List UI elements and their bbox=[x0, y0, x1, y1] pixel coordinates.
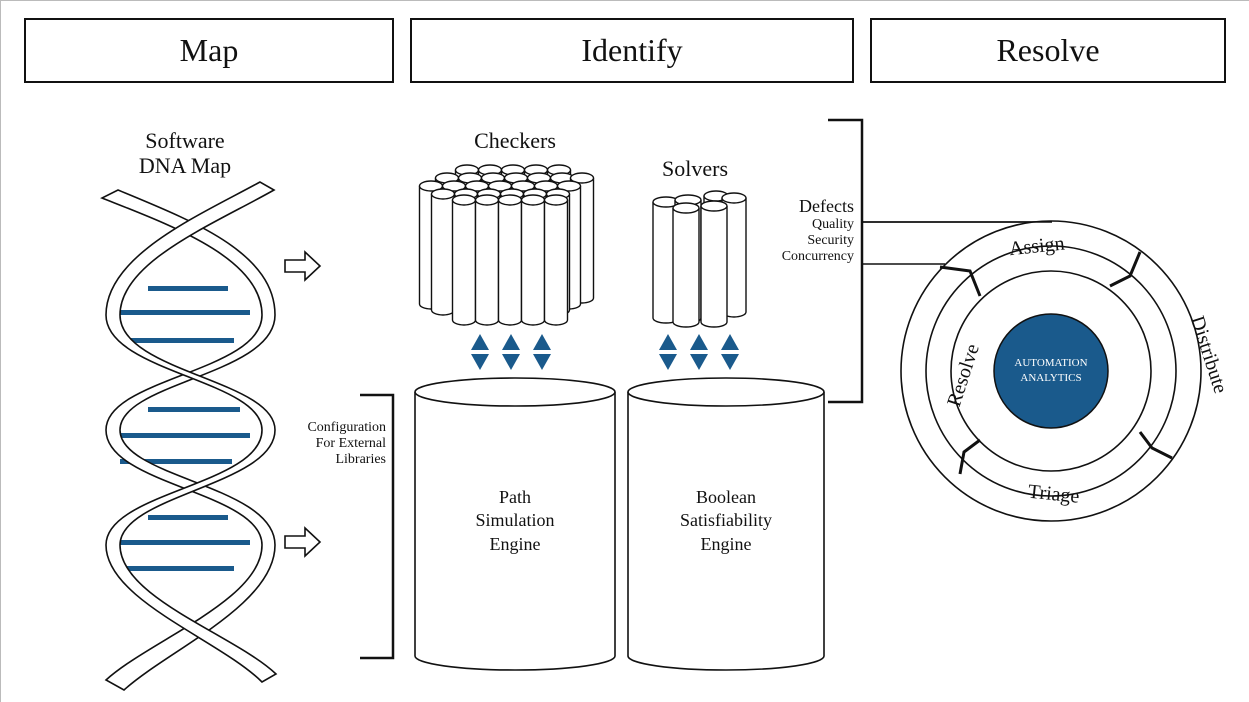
header-identify-label: Identify bbox=[581, 32, 683, 68]
dna-strand-b bbox=[105, 181, 278, 683]
config-line3: Libraries bbox=[335, 452, 386, 468]
path-engine-cylinder bbox=[414, 377, 616, 671]
sat-engine-line2: Satisfiability bbox=[680, 510, 772, 531]
defects-label: Defects Quality Security Concurrency bbox=[770, 196, 854, 265]
defects-title: Defects bbox=[799, 196, 854, 216]
frame-top-border bbox=[0, 0, 1249, 1]
automation-analytics-core bbox=[993, 313, 1109, 429]
cylinder-top bbox=[497, 194, 523, 206]
sat-engine-line3: Engine bbox=[700, 533, 752, 554]
solvers-bundle bbox=[652, 190, 747, 328]
dna-rung bbox=[148, 286, 228, 291]
config-line2: For External bbox=[315, 436, 386, 452]
cycle-divider bbox=[958, 438, 981, 475]
path-engine-label: Path Simulation Engine bbox=[440, 486, 590, 556]
path-engine-line1: Path bbox=[498, 487, 531, 507]
cylinder-body bbox=[543, 200, 569, 326]
arrow-up-icon bbox=[659, 334, 677, 350]
sat-engine-label: Boolean Satisfiability Engine bbox=[646, 486, 806, 556]
arrow-up-icon bbox=[502, 334, 520, 350]
cycle-divider bbox=[1109, 251, 1142, 288]
dna-title-line1: Software bbox=[145, 128, 225, 153]
sat-engine-cylinder bbox=[627, 377, 825, 671]
arrow-down-icon bbox=[533, 354, 551, 370]
dna-rung bbox=[120, 459, 232, 464]
dna-helix bbox=[100, 181, 278, 691]
arrow-down-icon bbox=[471, 354, 489, 370]
cycle-divider bbox=[1138, 431, 1173, 460]
arrow-upper-icon bbox=[284, 250, 322, 282]
arrow-up-icon bbox=[533, 334, 551, 350]
header-map: Map bbox=[24, 18, 394, 83]
defects-item-security: Security bbox=[807, 232, 854, 248]
cylinder-top bbox=[430, 188, 456, 200]
header-resolve: Resolve bbox=[870, 18, 1226, 83]
sat-engine-line1: Boolean bbox=[696, 487, 756, 507]
header-map-label: Map bbox=[179, 32, 239, 68]
dna-rungs bbox=[118, 286, 250, 571]
arrow-down-icon bbox=[721, 354, 739, 370]
arrow-down-icon bbox=[659, 354, 677, 370]
cycle-divider bbox=[939, 265, 982, 297]
dna-rung bbox=[118, 433, 250, 438]
cylinder-body bbox=[430, 194, 456, 316]
cylinder-body bbox=[672, 208, 700, 328]
cylinder-top bbox=[556, 180, 582, 192]
arrow-up-icon bbox=[690, 334, 708, 350]
cylinder-body bbox=[520, 200, 546, 326]
path-engine-line2: Simulation bbox=[475, 510, 555, 531]
core-label-line2: ANALYTICS bbox=[1020, 372, 1081, 384]
arrow-down-icon bbox=[690, 354, 708, 370]
cylinder-body bbox=[700, 206, 728, 328]
cylinder-top bbox=[474, 194, 500, 206]
solvers-title: Solvers bbox=[662, 156, 728, 181]
dna-rung bbox=[148, 407, 240, 412]
frame-left-border bbox=[0, 0, 1, 702]
bidirectional-arrows bbox=[471, 334, 739, 370]
path-engine-line3: Engine bbox=[489, 533, 541, 554]
dna-rung bbox=[124, 338, 234, 343]
cylinder-top bbox=[672, 202, 700, 214]
dna-rung bbox=[118, 540, 250, 545]
arrow-up-icon bbox=[471, 334, 489, 350]
arrow-lower-icon bbox=[284, 526, 322, 558]
cylinder-top bbox=[700, 200, 728, 212]
defects-item-concurrency: Concurrency bbox=[781, 248, 854, 264]
cylinder-body bbox=[497, 200, 523, 326]
dna-title-line2: DNA Map bbox=[138, 153, 232, 179]
cylinder-top bbox=[520, 194, 546, 206]
config-line1: Configuration bbox=[307, 420, 386, 435]
dna-title: Software DNA Map bbox=[120, 128, 250, 179]
cylinder-top bbox=[543, 194, 569, 206]
segment-triage: Triage bbox=[1027, 481, 1081, 508]
config-label: Configuration For External Libraries bbox=[286, 420, 386, 468]
dna-rung bbox=[124, 566, 234, 571]
cylinder-body bbox=[451, 200, 477, 326]
dna-strand-a bbox=[100, 189, 276, 691]
dna-rung bbox=[148, 515, 228, 520]
checkers-bundle bbox=[418, 164, 595, 326]
core-label-line1: AUTOMATION bbox=[1014, 357, 1087, 369]
header-resolve-label: Resolve bbox=[996, 32, 1100, 68]
cylinder-top bbox=[451, 194, 477, 206]
config-bracket bbox=[360, 393, 395, 660]
defects-bracket bbox=[828, 118, 864, 404]
defects-item-quality: Quality bbox=[812, 216, 854, 232]
dna-rung bbox=[118, 310, 250, 315]
arrow-down-icon bbox=[502, 354, 520, 370]
checkers-title: Checkers bbox=[474, 128, 556, 153]
cylinder-body bbox=[474, 200, 500, 326]
cylinder-top bbox=[721, 192, 747, 204]
cylinder-top bbox=[569, 172, 595, 184]
arrow-up-icon bbox=[721, 334, 739, 350]
header-identify: Identify bbox=[410, 18, 854, 83]
